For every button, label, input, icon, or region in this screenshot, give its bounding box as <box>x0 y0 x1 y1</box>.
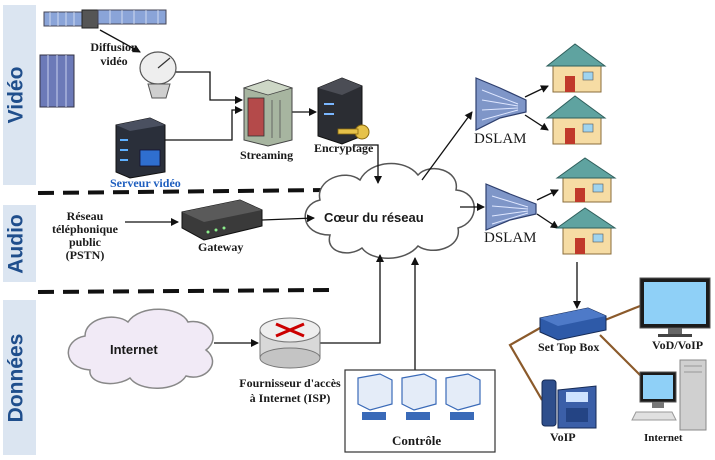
link-core-dslam-top <box>421 111 473 181</box>
gateway-icon <box>181 199 263 241</box>
link-broadcast-streaming <box>173 71 243 104</box>
house-icon-2 <box>545 95 607 145</box>
house-icon-3 <box>555 157 617 203</box>
link-server-streaming <box>165 106 243 141</box>
vod-label: VoD/VoIP <box>652 338 704 352</box>
dslam-top-label: DSLAM <box>474 131 527 147</box>
broadcast-label: Diffusion vidéo <box>84 40 144 68</box>
link-gateway-core <box>261 214 315 223</box>
encryption-server-icon <box>317 77 363 145</box>
encryption-label: Encryptage <box>314 141 374 155</box>
dslam-mid-icon <box>485 183 537 231</box>
link-dslam-house4 <box>536 213 559 229</box>
pstn-label-line1: Réseau <box>66 209 104 223</box>
satellite-dish-icon <box>139 51 177 99</box>
core-network-label: Cœur du réseau <box>324 210 424 225</box>
band-video <box>3 5 36 185</box>
internet-cloud <box>67 308 214 389</box>
broadcast-tower-icon <box>39 54 75 108</box>
separator-video-audio <box>37 188 331 195</box>
control-label: Contrôle <box>392 433 442 448</box>
connections <box>99 29 581 370</box>
pstn-label: Réseau téléphonique public (PSTN) <box>42 210 128 262</box>
isp-router-icon <box>259 317 321 369</box>
internet-pc-label: Internet <box>644 432 683 444</box>
separator-audio-data <box>37 288 331 294</box>
isp-label-line1: Fournisseur d'accès <box>239 376 341 390</box>
streaming-server-icon <box>242 79 294 147</box>
voip-phone-icon <box>541 379 597 429</box>
voip-label: VoIP <box>550 430 576 444</box>
house-icon-4 <box>555 207 617 255</box>
pstn-label-line3: public <box>68 235 101 249</box>
video-server-icon <box>115 117 166 179</box>
link-encryption-core <box>353 144 382 184</box>
band-data <box>3 300 36 455</box>
link-dslam-house2 <box>524 114 549 131</box>
dslam-mid-label: DSLAM <box>484 230 537 246</box>
link-isp-core <box>320 254 384 344</box>
video-server-label: Serveur vidéo <box>110 176 181 190</box>
isp-label: Fournisseur d'accès à Internet (ISP) <box>230 376 350 406</box>
pstn-label-line4: (PSTN) <box>65 248 105 262</box>
broadcast-label-line2: vidéo <box>100 54 128 68</box>
band-audio <box>3 205 36 282</box>
control-workstation-icons <box>357 373 481 420</box>
set-top-box-icon <box>539 307 607 341</box>
internet-pc-icon <box>631 359 707 431</box>
satellite-icon <box>43 9 167 29</box>
isp-label-line2: à Internet (ISP) <box>249 391 331 405</box>
broadcast-label-line1: Diffusion <box>90 40 138 54</box>
key-icon <box>337 124 370 140</box>
link-satellite-dish <box>99 29 141 53</box>
streaming-label: Streaming <box>240 148 294 162</box>
vod-monitor-icon <box>639 277 711 337</box>
house-icon-1 <box>545 43 607 93</box>
internet-cloud-label: Internet <box>110 342 158 357</box>
stb-label: Set Top Box <box>538 340 600 354</box>
gateway-label: Gateway <box>198 240 244 254</box>
link-dslam-house1 <box>524 85 549 98</box>
link-dslam-house3 <box>536 189 559 201</box>
pstn-label-line2: téléphonique <box>51 222 118 236</box>
dslam-top-icon <box>475 77 527 131</box>
